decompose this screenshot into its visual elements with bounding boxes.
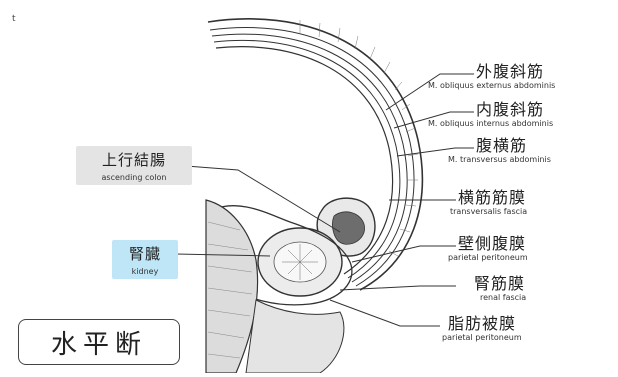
leader-fat-capsule — [330, 300, 440, 326]
label-transversus: 腹横筋 M. transversus abdominis — [476, 138, 551, 164]
corner-mark: t — [12, 14, 16, 24]
kidney-shape — [258, 228, 342, 296]
label-ascending-colon: 上行結腸 ascending colon — [76, 146, 192, 185]
label-parietal-peritoneum: 壁側腹膜 parietal peritoneum — [458, 236, 528, 262]
label-transversalis-fascia: 横筋筋膜 transversalis fascia — [458, 190, 527, 216]
label-external-oblique: 外腹斜筋 M. obliquus externus abdominis — [476, 64, 555, 90]
section-view-label: 水平断 — [18, 319, 180, 365]
label-renal-fascia: 腎筋膜 renal fascia — [474, 276, 526, 302]
label-internal-oblique: 内腹斜筋 M. obliquus internus abdominis — [476, 102, 553, 128]
section-view-text: 水平断 — [51, 324, 147, 361]
label-kidney: 腎臓 kidney — [112, 240, 178, 279]
label-fat-capsule: 脂肪被膜 parietal peritoneum — [448, 316, 522, 342]
leader-renal-fascia — [340, 286, 456, 290]
